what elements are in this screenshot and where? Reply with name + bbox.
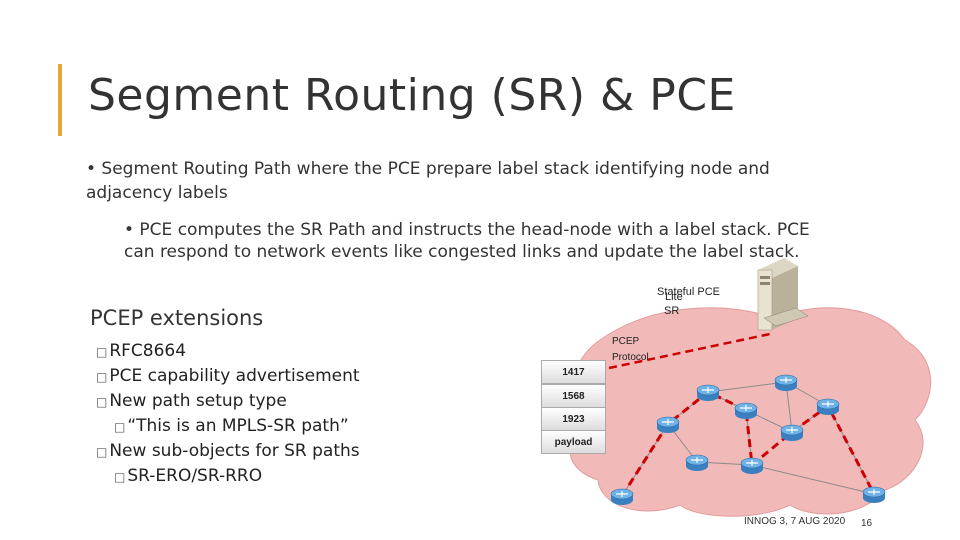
pce-label: Stateful PCE (657, 286, 720, 298)
router-icon (780, 424, 804, 442)
footer-event: INNOG 3, 7 AUG 2020 (744, 516, 846, 527)
pcep-protocol-label: PCEP (612, 336, 640, 347)
router-icon (816, 398, 840, 416)
pcep-extensions-heading: PCEP extensions (90, 306, 264, 330)
list-item: □PCE capability advertisement (96, 366, 360, 386)
router-icon (656, 416, 680, 434)
router-icon (685, 454, 709, 472)
bullet-marker-icon: □ (96, 395, 108, 409)
list-item: □SR-ERO/SR-RRO (114, 466, 263, 486)
router-icon (734, 402, 758, 420)
list-item: □New path setup type (96, 391, 287, 411)
list-item: □RFC8664 (96, 341, 187, 361)
pce-label-overlap: Lite (665, 291, 683, 303)
bullet-marker-icon: □ (96, 345, 108, 359)
bullet-marker-icon: □ (114, 420, 126, 434)
bullet-marker-icon: □ (96, 445, 108, 459)
server-icon (757, 258, 809, 331)
router-icon (610, 488, 634, 506)
bullet-pce-computes: • PCE computes the SR Path and instructs… (124, 220, 810, 262)
title-accent-bar (58, 64, 62, 136)
label-stack-entry: 1568 (541, 384, 606, 408)
label-stack-payload: payload (541, 430, 606, 454)
router-icon (862, 486, 886, 504)
router-icon (774, 374, 798, 392)
list-item: □“This is an MPLS-SR path” (114, 416, 349, 436)
pcep-session-line (608, 332, 771, 370)
bullet-sr-path: • Segment Routing Path where the PCE pre… (86, 159, 770, 203)
router-icon (740, 457, 764, 475)
page-number: 16 (861, 518, 873, 529)
pcep-extensions-list: □RFC8664 □PCE capability advertisement □… (96, 339, 360, 489)
list-item: □New sub-objects for SR paths (96, 441, 360, 461)
label-stack-entry: 1923 (541, 407, 606, 431)
pce-label-sr: SR (664, 305, 680, 317)
bullet-marker-icon: □ (114, 470, 126, 484)
label-stack-entry: 1417 (541, 360, 606, 384)
slide-title: Segment Routing (SR) & PCE (88, 70, 736, 121)
bullet-marker-icon: □ (96, 370, 108, 384)
router-icon (696, 384, 720, 402)
pcep-protocol-label-2: Protocol (612, 352, 649, 363)
